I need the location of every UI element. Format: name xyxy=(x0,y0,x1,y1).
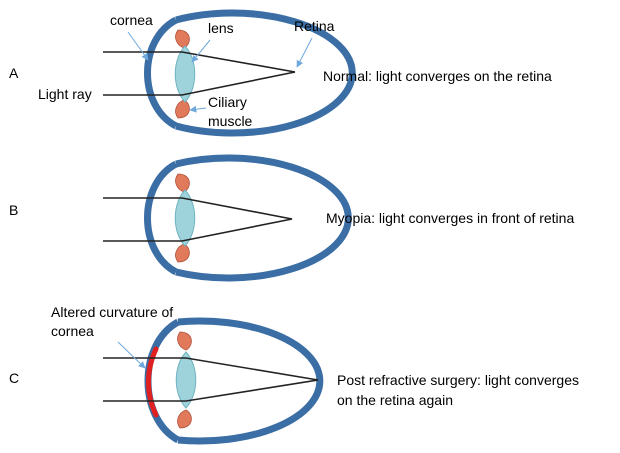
arrow-ciliary xyxy=(189,105,207,113)
eyeball-a xyxy=(144,9,356,137)
panel-b: B Myopia: light converges in front of re… xyxy=(9,154,574,282)
ciliary-muscle-top-c xyxy=(177,331,192,351)
panel-letter-b: B xyxy=(9,202,18,218)
cornea-c xyxy=(144,318,180,444)
ciliary-muscle-top-a xyxy=(175,29,190,49)
arrow-cornea xyxy=(127,31,149,61)
caption-c-line2: on the retina again xyxy=(337,392,453,408)
light-ray-top-a xyxy=(103,51,296,73)
caption-b: Myopia: light converges in front of reti… xyxy=(326,210,574,226)
label-cornea: cornea xyxy=(110,12,153,28)
label-retina: Retina xyxy=(294,18,335,34)
ciliary-muscle-bottom-c xyxy=(177,409,192,429)
cornea-b xyxy=(144,160,178,276)
label-ciliary-line1: Ciliary xyxy=(208,94,247,110)
lens-c xyxy=(175,351,197,409)
panel-letter-c: C xyxy=(9,370,19,386)
altered-cornea xyxy=(146,346,159,418)
label-altered-line2: cornea xyxy=(51,323,94,339)
arrow-retina xyxy=(296,37,313,68)
caption-a: Normal: light converges on the retina xyxy=(323,68,552,84)
ciliary-muscle-bottom-b xyxy=(175,243,190,263)
label-light-ray: Light ray xyxy=(38,86,92,102)
panel-c: C Altered curvature of cornea Post refra… xyxy=(9,304,579,445)
arrow-altered-cornea xyxy=(117,341,146,369)
caption-c-line1: Post refractive surgery: light converges xyxy=(337,372,579,388)
sclera-retina-a xyxy=(175,9,356,137)
label-ciliary-line2: muscle xyxy=(208,113,253,129)
label-altered-line1: Altered curvature of xyxy=(51,304,173,320)
cornea-a xyxy=(144,16,178,130)
light-rays-b xyxy=(103,197,293,242)
panel-a: A cornea lens Retina Light ray Ciliary m… xyxy=(9,9,552,137)
lens-b xyxy=(174,189,196,247)
arrow-lens xyxy=(191,39,211,63)
sclera-retina-b xyxy=(175,154,352,282)
eyeball-b xyxy=(144,154,352,282)
panel-letter-a: A xyxy=(9,65,19,81)
sclera-retina-c xyxy=(177,317,324,445)
label-lens: lens xyxy=(208,20,234,36)
ciliary-muscle-top-b xyxy=(175,173,190,193)
ciliary-muscle-bottom-a xyxy=(175,99,190,119)
light-rays-c xyxy=(103,357,319,402)
eyeball-c xyxy=(144,317,324,445)
light-ray-bottom-a xyxy=(103,71,296,96)
